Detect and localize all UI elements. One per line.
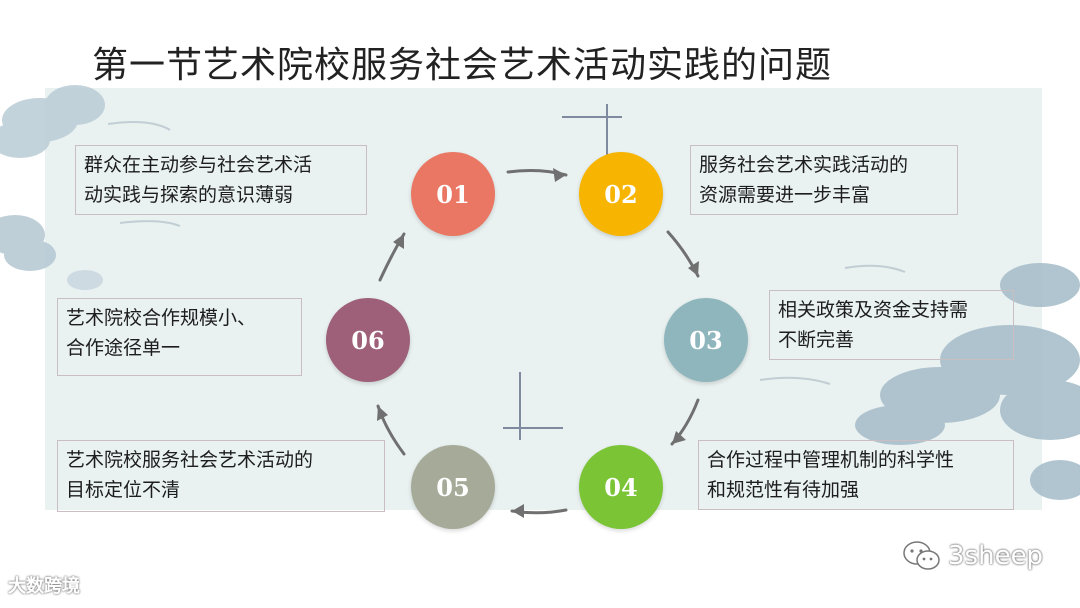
issue-02-line2: 资源需要进一步丰富 xyxy=(699,184,871,206)
issue-03-line2: 不断完善 xyxy=(778,329,855,351)
node-06: 06 xyxy=(326,298,410,382)
issue-04-line2: 和规范性有待加强 xyxy=(707,479,860,501)
node-03: 03 xyxy=(664,298,748,382)
issue-01-line1: 群众在主动参与社会艺术活 xyxy=(84,154,313,176)
cloud-left-bottom xyxy=(0,215,56,271)
node-04: 04 xyxy=(579,445,663,529)
issue-02-line1: 服务社会艺术实践活动的 xyxy=(699,154,909,176)
watermark-left: 大数跨境 xyxy=(8,572,80,598)
cloud-right xyxy=(855,263,1080,500)
issue-06-line2: 合作途径单一 xyxy=(66,337,181,359)
node-01: 01 xyxy=(411,152,495,236)
issue-03-line1: 相关政策及资金支持需 xyxy=(778,299,969,321)
cloud-left-top xyxy=(0,85,105,158)
cloud-left-small xyxy=(67,270,103,290)
watermark-left-text: 大数跨境 xyxy=(8,576,80,597)
node-02: 02 xyxy=(579,152,663,236)
issue-box-05: 艺术院校服务社会艺术活动的 目标定位不清 xyxy=(57,440,385,512)
issue-box-06: 艺术院校合作规模小、 合作途径单一 xyxy=(57,298,302,376)
issue-box-02: 服务社会艺术实践活动的 资源需要进一步丰富 xyxy=(690,145,958,215)
wind-lines xyxy=(107,121,906,385)
arrow-heads xyxy=(377,168,699,518)
issue-box-04: 合作过程中管理机制的科学性 和规范性有待加强 xyxy=(698,440,1014,510)
watermark-right: 3sheep xyxy=(902,540,1043,572)
page-title: 第一节艺术院校服务社会艺术活动实践的问题 xyxy=(92,45,833,86)
issue-04-line1: 合作过程中管理机制的科学性 xyxy=(707,449,955,471)
watermark-right-text: 3sheep xyxy=(948,541,1044,571)
issue-box-01: 群众在主动参与社会艺术活 动实践与探索的意识薄弱 xyxy=(75,145,367,215)
issue-box-03: 相关政策及资金支持需 不断完善 xyxy=(769,290,1014,360)
issue-05-line1: 艺术院校服务社会艺术活动的 xyxy=(66,449,314,471)
issue-01-line2: 动实践与探索的意识薄弱 xyxy=(84,184,294,206)
node-05: 05 xyxy=(411,445,495,529)
cross-lines xyxy=(503,104,622,440)
wechat-icon xyxy=(903,541,940,570)
issue-05-line2: 目标定位不清 xyxy=(66,479,181,501)
issue-06-line1: 艺术院校合作规模小、 xyxy=(66,307,257,329)
